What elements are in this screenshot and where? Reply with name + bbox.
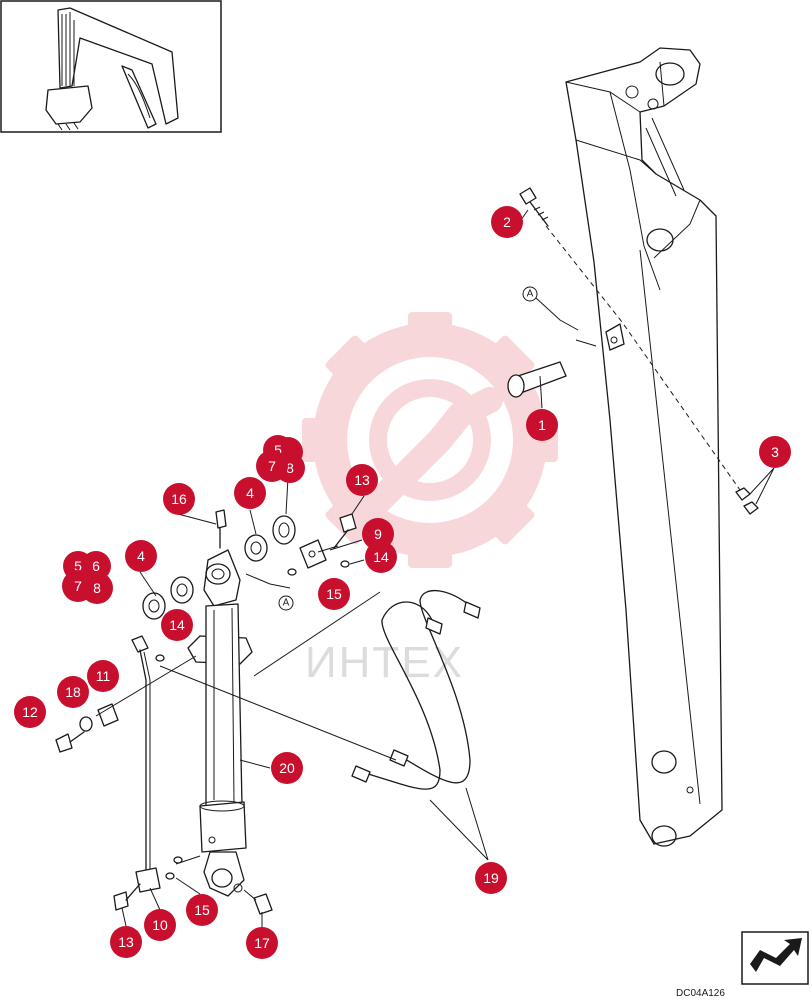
svg-text:2: 2 — [503, 214, 511, 230]
hydraulic-cylinder — [187, 549, 253, 897]
excavator-boom-thumbnail — [0, 0, 222, 133]
lock-plate — [605, 323, 625, 351]
callout-4-top: 4 — [234, 477, 266, 509]
grease-nipple — [215, 509, 227, 549]
svg-text:14: 14 — [373, 549, 389, 565]
bottom-fitting — [243, 889, 273, 915]
callout-7-top: 7 — [256, 450, 288, 482]
svg-text:12: 12 — [22, 704, 38, 720]
svg-text:8: 8 — [286, 460, 294, 476]
callout-18: 18 — [57, 676, 89, 708]
svg-text:19: 19 — [483, 870, 499, 886]
svg-text:13: 13 — [354, 472, 370, 488]
callout-17: 17 — [246, 927, 278, 959]
reference-mark-cylinder: A — [278, 595, 294, 611]
svg-text:15: 15 — [194, 902, 210, 918]
svg-text:3: 3 — [771, 444, 779, 460]
drawing-code: DC04A126 — [676, 988, 725, 999]
callout-20: 20 — [271, 752, 303, 784]
svg-text:15: 15 — [326, 586, 342, 602]
callout-16: 16 — [163, 483, 195, 515]
callout-1: 1 — [526, 409, 558, 441]
svg-text:7: 7 — [268, 458, 276, 474]
svg-text:17: 17 — [254, 935, 270, 951]
callout-19: 19 — [475, 862, 507, 894]
svg-text:5: 5 — [274, 442, 282, 458]
grease-line — [113, 635, 161, 911]
callout-4-left: 4 — [125, 540, 157, 572]
reference-mark-top: A — [522, 286, 579, 331]
svg-text:7: 7 — [74, 578, 82, 594]
washer-parts — [142, 515, 296, 620]
svg-text:5: 5 — [74, 558, 82, 574]
svg-text:4: 4 — [137, 548, 145, 564]
nut-parts — [735, 487, 759, 515]
watermark-gear-logo — [302, 312, 558, 568]
bolt-part — [519, 187, 549, 227]
callout-14-left: 14 — [161, 609, 193, 641]
hose-assembly — [351, 590, 481, 790]
svg-text:A: A — [527, 289, 534, 300]
callout-15-bottom: 15 — [186, 894, 218, 926]
clamp-assembly — [55, 703, 119, 753]
svg-text:6: 6 — [92, 558, 100, 574]
o-ring-parts — [155, 560, 350, 880]
callout-7-left: 7 — [62, 570, 94, 602]
fitting-block-top — [299, 513, 357, 569]
callout-12: 12 — [14, 696, 46, 728]
svg-text:8: 8 — [93, 580, 101, 596]
svg-text:13: 13 — [118, 934, 134, 950]
callout-11: 11 — [87, 660, 119, 692]
callout-13-top: 13 — [346, 464, 378, 496]
pin-part — [507, 361, 567, 398]
forward-arrow-icon — [741, 931, 809, 985]
svg-text:16: 16 — [171, 491, 187, 507]
watermark-text: ИНТЕХ — [305, 638, 464, 687]
svg-text:9: 9 — [374, 526, 382, 542]
svg-text:10: 10 — [152, 917, 168, 933]
callout-13-bottom: 13 — [110, 926, 142, 958]
svg-text:18: 18 — [65, 684, 81, 700]
excavator-arm — [565, 47, 723, 847]
svg-text:11: 11 — [96, 668, 111, 684]
svg-text:20: 20 — [279, 760, 295, 776]
callout-15-top: 15 — [318, 578, 350, 610]
callout-10: 10 — [144, 909, 176, 941]
callout-14-top: 14 — [365, 541, 397, 573]
svg-text:4: 4 — [246, 485, 254, 501]
callout-2: 2 — [491, 206, 523, 238]
svg-text:A: A — [283, 598, 290, 609]
callout-3: 3 — [759, 436, 791, 468]
svg-text:14: 14 — [169, 617, 185, 633]
svg-text:1: 1 — [538, 417, 546, 433]
